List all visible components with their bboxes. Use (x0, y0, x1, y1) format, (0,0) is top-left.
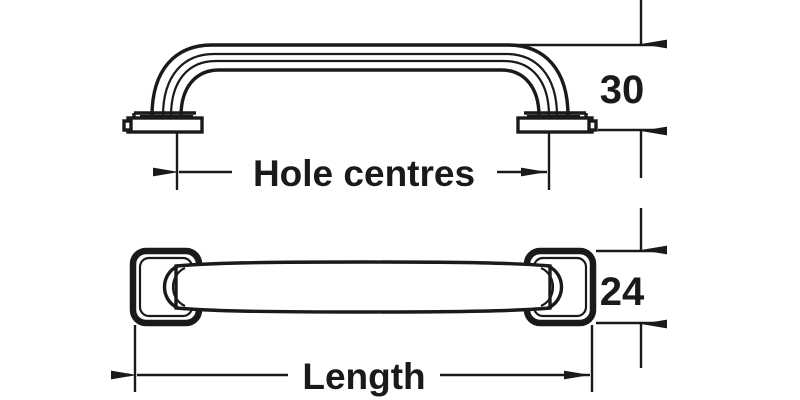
handle-bar-plan (162, 260, 564, 314)
mounting-foot-right (516, 111, 598, 134)
dimension-height-30: 30 (503, 0, 667, 178)
dimension-hole-centres: Hole centres (153, 132, 551, 194)
dimension-length: Length (111, 325, 594, 397)
dimension-value-30: 30 (600, 68, 645, 112)
dimension-label-hole-centres: Hole centres (253, 153, 475, 194)
mounting-foot-left (122, 111, 204, 134)
handle-bar-arch (150, 43, 570, 117)
side-elevation-view (122, 43, 598, 134)
dimension-value-24: 24 (600, 270, 645, 314)
dimension-width-24: 24 (596, 208, 667, 368)
plan-view (129, 247, 597, 327)
dimension-label-length: Length (302, 356, 425, 397)
